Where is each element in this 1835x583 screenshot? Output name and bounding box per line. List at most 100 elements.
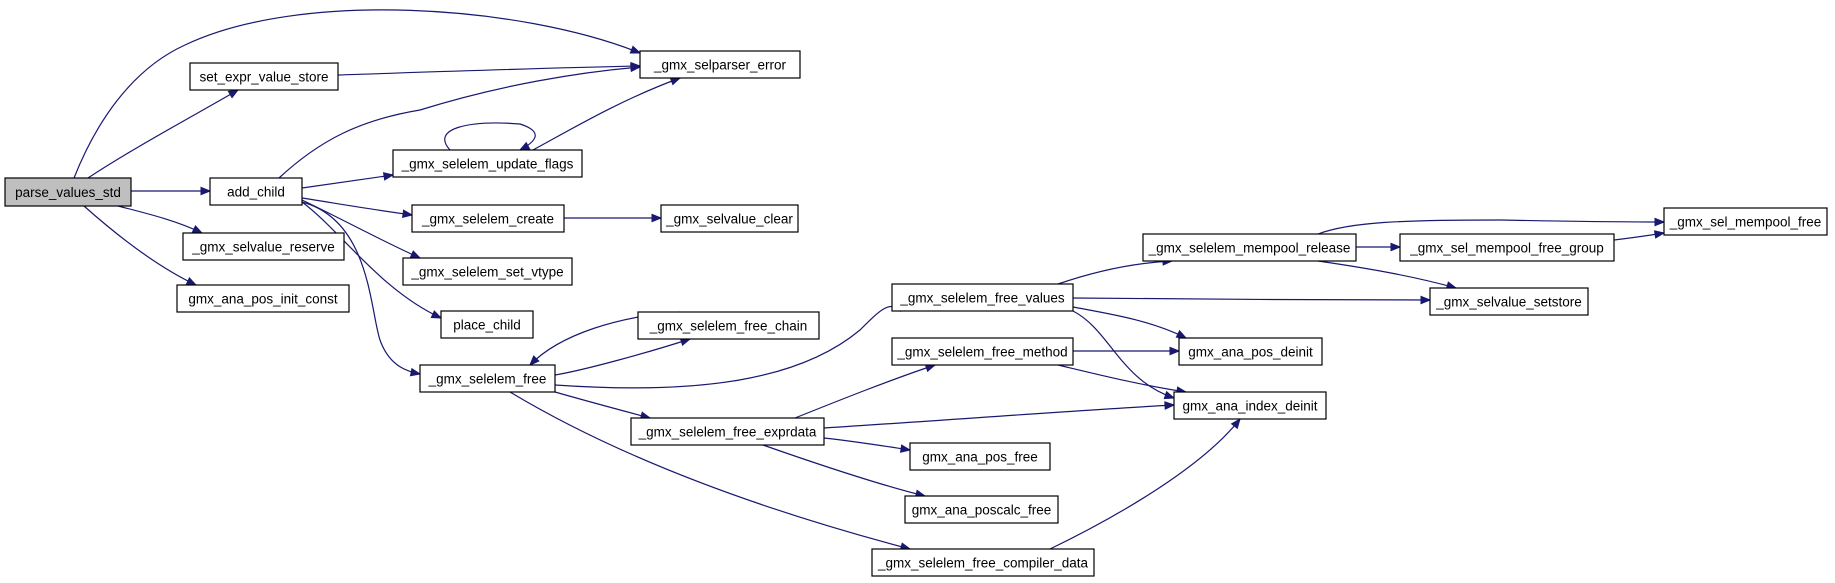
- edge-gmx_selelem_mempool_release-to-gmx_selvalue_setstore: [1317, 260, 1458, 290]
- arrowhead-icon: [669, 77, 682, 86]
- node-gmx_ana_pos_init_const[interactable]: gmx_ana_pos_init_const: [176, 284, 350, 313]
- edge-add_child-to-gmx_selparser_error: [278, 63, 642, 179]
- node-gmx_sel_mempool_free_group[interactable]: _gmx_sel_mempool_free_group: [1399, 233, 1615, 262]
- node-gmx_selelem_free_values[interactable]: _gmx_selelem_free_values: [891, 283, 1074, 312]
- node-add_child[interactable]: add_child: [209, 177, 303, 206]
- node-box[interactable]: [1142, 233, 1357, 262]
- node-box[interactable]: [4, 177, 132, 207]
- node-box[interactable]: [1663, 207, 1828, 236]
- arrowhead-icon: [629, 45, 642, 54]
- node-label: _gmx_selelem_free_exprdata: [638, 425, 817, 440]
- node-box[interactable]: [660, 204, 799, 233]
- edge-gmx_selelem_free_values-to-gmx_selelem_mempool_release: [1057, 257, 1174, 285]
- node-box[interactable]: [209, 177, 303, 206]
- node-gmx_selelem_free_chain[interactable]: _gmx_selelem_free_chain: [637, 311, 820, 340]
- arrowhead-icon: [200, 186, 212, 196]
- node-gmx_selelem_free_compiler_data[interactable]: _gmx_selelem_free_compiler_data: [871, 548, 1095, 577]
- node-box[interactable]: [440, 310, 534, 339]
- node-label: _gmx_selvalue_clear: [665, 212, 793, 227]
- edge-line: [823, 437, 911, 451]
- edge-line: [73, 9, 641, 179]
- node-box[interactable]: [639, 50, 801, 79]
- node-label: parse_values_std: [15, 185, 121, 200]
- node-box[interactable]: [630, 417, 825, 446]
- node-gmx_selelem_free_method[interactable]: _gmx_selelem_free_method: [891, 337, 1074, 366]
- edge-gmx_selelem_free-to-gmx_selelem_free_exprdata: [554, 391, 652, 420]
- edge-set_expr_value_store-to-gmx_selparser_error: [337, 61, 642, 76]
- node-label: _gmx_selelem_update_flags: [401, 157, 574, 172]
- node-gmx_ana_poscalc_free[interactable]: gmx_ana_poscalc_free: [904, 495, 1059, 524]
- edge-add_child-to-gmx_selelem_update_flags: [301, 172, 395, 189]
- node-gmx_sel_mempool_free[interactable]: _gmx_sel_mempool_free: [1663, 207, 1828, 236]
- arrowhead-icon: [899, 444, 912, 453]
- node-box[interactable]: [176, 284, 350, 313]
- node-gmx_selelem_create[interactable]: _gmx_selelem_create: [411, 204, 565, 233]
- node-label: _gmx_selelem_set_vtype: [410, 265, 563, 280]
- node-box[interactable]: [1399, 233, 1615, 262]
- node-place_child[interactable]: place_child: [440, 310, 534, 339]
- node-box[interactable]: [871, 548, 1095, 577]
- node-gmx_ana_pos_deinit[interactable]: gmx_ana_pos_deinit: [1178, 337, 1323, 366]
- node-box[interactable]: [402, 257, 573, 286]
- node-gmx_selvalue_reserve[interactable]: _gmx_selvalue_reserve: [182, 232, 345, 261]
- node-label: _gmx_selelem_free_compiler_data: [877, 556, 1089, 571]
- node-box[interactable]: [891, 283, 1074, 312]
- arrowhead-icon: [1420, 295, 1432, 305]
- edge-gmx_selelem_free-to-gmx_selelem_free_chain: [554, 337, 692, 376]
- node-label: gmx_ana_index_deinit: [1182, 399, 1317, 414]
- edge-gmx_selelem_mempool_release-to-gmx_sel_mempool_free_group: [1356, 242, 1402, 252]
- arrowhead-icon: [651, 213, 663, 223]
- node-box[interactable]: [637, 311, 820, 340]
- node-box[interactable]: [1178, 337, 1323, 366]
- node-gmx_ana_index_deinit[interactable]: gmx_ana_index_deinit: [1173, 391, 1327, 420]
- node-box[interactable]: [411, 204, 565, 233]
- node-label: gmx_ana_poscalc_free: [912, 503, 1052, 518]
- edge-line: [301, 201, 421, 375]
- arrowhead-icon: [409, 250, 422, 259]
- node-box[interactable]: [909, 442, 1051, 471]
- edge-gmx_selelem_free-to-gmx_selelem_free_compiler_data: [509, 391, 912, 551]
- arrowhead-icon: [185, 277, 198, 286]
- edge-line: [83, 205, 197, 286]
- node-label: _gmx_selvalue_setstore: [1435, 295, 1582, 310]
- node-label: place_child: [453, 318, 521, 333]
- node-gmx_selelem_free[interactable]: _gmx_selelem_free: [419, 364, 556, 393]
- node-gmx_selelem_update_flags[interactable]: _gmx_selelem_update_flags: [392, 149, 583, 178]
- node-label: _gmx_selelem_free_chain: [649, 319, 808, 334]
- edge-line: [1317, 260, 1457, 289]
- edge-gmx_selelem_free_exprdata-to-gmx_ana_pos_free: [823, 437, 912, 453]
- edge-gmx_selelem_free_exprdata-to-gmx_ana_poscalc_free: [762, 444, 927, 498]
- edge-line: [278, 66, 641, 179]
- edge-line: [87, 89, 239, 179]
- arrowhead-icon: [1169, 346, 1181, 356]
- node-set_expr_value_store[interactable]: set_expr_value_store: [189, 62, 339, 91]
- node-box[interactable]: [891, 337, 1074, 366]
- edge-line: [762, 444, 926, 497]
- node-box[interactable]: [419, 364, 556, 393]
- arrowhead-icon: [191, 224, 204, 234]
- edge-line: [1057, 364, 1187, 393]
- node-box[interactable]: [392, 149, 583, 178]
- edge-parse_values_std-to-gmx_selvalue_reserve: [117, 205, 204, 234]
- node-gmx_selvalue_clear[interactable]: _gmx_selvalue_clear: [660, 204, 799, 233]
- node-gmx_selparser_error[interactable]: _gmx_selparser_error: [639, 50, 801, 79]
- node-gmx_selvalue_setstore[interactable]: _gmx_selvalue_setstore: [1429, 287, 1589, 316]
- node-box[interactable]: [1173, 391, 1327, 420]
- node-gmx_selelem_mempool_release[interactable]: _gmx_selelem_mempool_release: [1142, 233, 1357, 262]
- node-box[interactable]: [189, 62, 339, 91]
- node-box[interactable]: [904, 495, 1059, 524]
- edge-line: [1072, 297, 1431, 301]
- edge-line: [117, 205, 203, 234]
- arrowhead-icon: [1230, 417, 1241, 430]
- node-gmx_selelem_free_exprdata[interactable]: _gmx_selelem_free_exprdata: [630, 417, 825, 446]
- arrowhead-icon: [382, 172, 395, 181]
- node-gmx_selelem_set_vtype[interactable]: _gmx_selelem_set_vtype: [402, 257, 573, 286]
- node-gmx_ana_pos_free[interactable]: gmx_ana_pos_free: [909, 442, 1051, 471]
- node-parse_values_std[interactable]: parse_values_std: [4, 177, 132, 207]
- edge-line: [554, 338, 691, 376]
- edge-line: [794, 364, 936, 419]
- edge-gmx_selelem_mempool_release-to-gmx_sel_mempool_free: [1317, 217, 1666, 235]
- arrowhead-icon: [409, 367, 422, 377]
- node-box[interactable]: [1429, 287, 1589, 316]
- node-box[interactable]: [182, 232, 345, 261]
